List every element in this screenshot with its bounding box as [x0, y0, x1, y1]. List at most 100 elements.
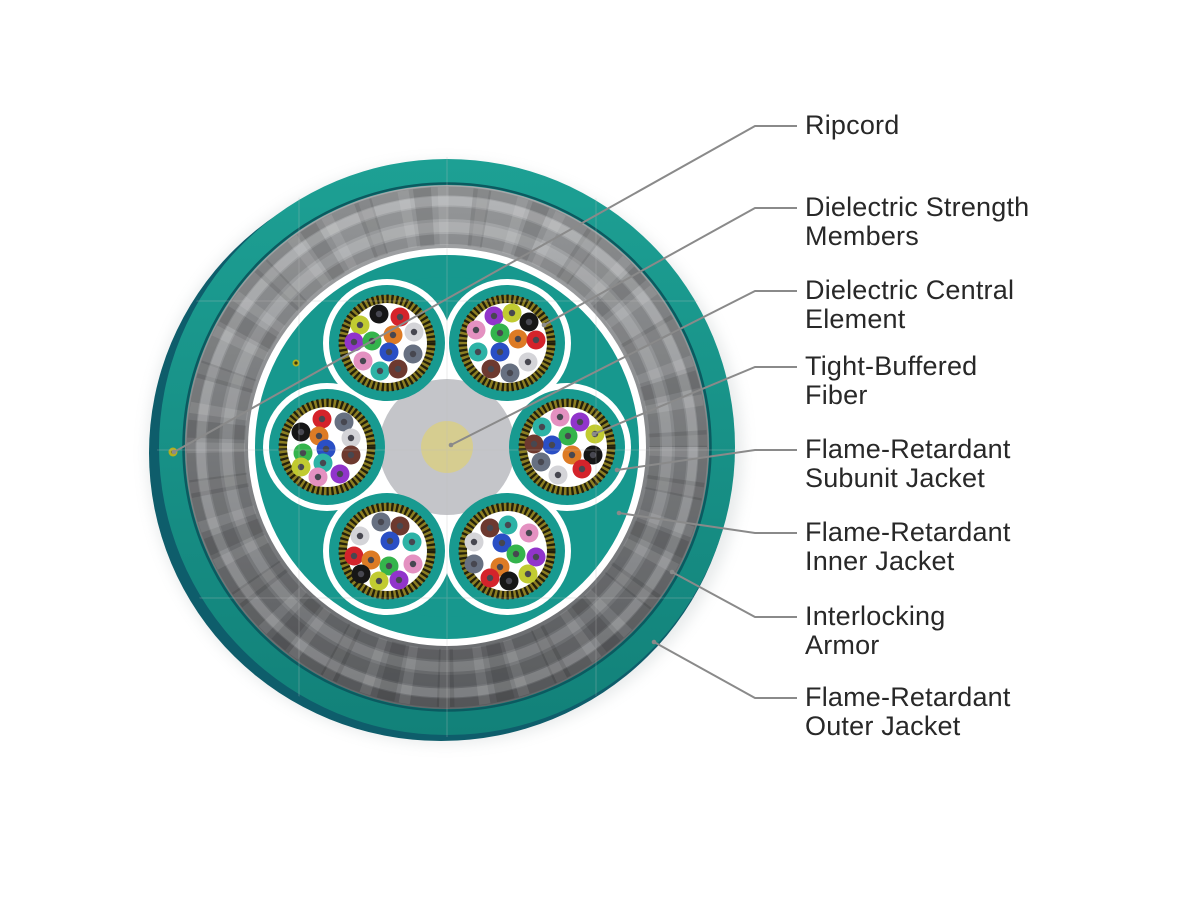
fiber-core-dot — [395, 576, 403, 584]
fiber-core-dot — [490, 312, 498, 320]
fiber-core-dot — [409, 560, 417, 568]
label-text: Interlocking — [805, 601, 946, 631]
label-text: Flame-Retardant — [805, 434, 1011, 464]
fiber-core-dot — [297, 463, 305, 471]
fiber-core-dot — [487, 365, 495, 373]
strength-member-ticks — [338, 294, 436, 392]
armor-band — [186, 186, 708, 708]
fiber-core-dot — [538, 423, 546, 431]
fiber-core-dot — [496, 348, 504, 356]
fiber-core-dot — [386, 537, 394, 545]
strength-member-ticks — [278, 398, 376, 496]
fiber-core-dot — [356, 321, 364, 329]
fiber-core-dot — [347, 451, 355, 459]
label-text: Inner Jacket — [805, 546, 955, 576]
label-text: Flame-Retardant — [805, 517, 1011, 547]
leader-endpoint — [614, 467, 620, 473]
strength-member-ticks — [458, 294, 556, 392]
leader-line — [614, 449, 797, 473]
fiber-core-dot — [299, 449, 307, 457]
registration-grid — [157, 157, 737, 737]
label-text: Members — [805, 221, 919, 251]
leader-endpoint — [171, 449, 177, 455]
label-text: Outer Jacket — [805, 711, 961, 741]
fiber-core-dot — [409, 350, 417, 358]
fiber-core-dot — [385, 348, 393, 356]
fiber-core-dot — [554, 471, 562, 479]
armor-texture — [187, 187, 707, 707]
strength-member-ticks — [338, 502, 436, 600]
fiber-core-dot — [514, 335, 522, 343]
fiber-core-dot — [359, 357, 367, 365]
fiber-core-dot — [525, 318, 533, 326]
strength-member-ticks — [458, 502, 556, 600]
leader-endpoint — [541, 322, 547, 328]
fiber-core-dot — [548, 441, 556, 449]
label-text: Flame-Retardant — [805, 682, 1011, 712]
fiber-core-dot — [504, 521, 512, 529]
fiber-core-dot — [474, 348, 482, 356]
fiber-core-dot — [589, 451, 597, 459]
leader-line — [541, 207, 797, 328]
central-element-core — [421, 421, 473, 473]
fiber-core-dot — [472, 326, 480, 334]
label-text: Element — [805, 304, 906, 334]
fiber-subunit-bottom-right — [449, 493, 565, 609]
fiber-core-dot — [576, 418, 584, 426]
leader-line — [669, 569, 797, 618]
fiber-core-dot — [385, 562, 393, 570]
armor-band — [196, 196, 698, 698]
fiber-core-dot — [486, 524, 494, 532]
fiber-core-dot — [532, 336, 540, 344]
fiber-core-dot — [367, 556, 375, 564]
leader-line — [651, 639, 797, 699]
fiber-core-dot — [410, 328, 418, 336]
fiber-core-dot — [530, 440, 538, 448]
leader-endpoint — [448, 442, 454, 448]
fiber-core-dot — [375, 310, 383, 318]
fiber-core-dot — [556, 413, 564, 421]
label-text: Fiber — [805, 380, 868, 410]
fiber-core-dot — [505, 577, 513, 585]
fiber-core-dot — [356, 532, 364, 540]
fiber-core-dot — [470, 560, 478, 568]
fiber-core-dot — [389, 331, 397, 339]
label-text: Ripcord — [805, 110, 900, 140]
fiber-core-dot — [486, 574, 494, 582]
label-text: Tight-Buffered — [805, 351, 978, 381]
fiber-core-dot — [512, 550, 520, 558]
fiber-core-dot — [537, 458, 545, 466]
fiber-core-dot — [318, 415, 326, 423]
leader-endpoint — [651, 639, 657, 645]
fiber-core-dot — [408, 538, 416, 546]
fiber-core-dot — [396, 522, 404, 530]
fiber-core-dot — [340, 418, 348, 426]
fiber-core-dot — [375, 577, 383, 585]
fiber-core-dot — [336, 470, 344, 478]
fiber-core-dot — [525, 529, 533, 537]
fiber-core-dot — [506, 369, 514, 377]
fiber-subunit-left — [269, 389, 385, 505]
fiber-core-dot — [568, 451, 576, 459]
leader-line — [591, 366, 797, 437]
fiber-core-dot — [578, 465, 586, 473]
fiber-core-dot — [347, 434, 355, 442]
armor-band — [222, 222, 672, 672]
ripcord-dot-center — [294, 361, 298, 365]
fiber-core-dot — [350, 552, 358, 560]
label-text: Armor — [805, 630, 880, 660]
fiber-subunit-top-left — [329, 285, 445, 401]
fiber-core-dot — [564, 432, 572, 440]
fiber-core-dot — [394, 365, 402, 373]
leader-endpoint — [616, 510, 622, 516]
fiber-core-dot — [297, 428, 305, 436]
leader-endpoint — [669, 569, 675, 575]
fiber-core-dot — [470, 538, 478, 546]
fiber-core-dot — [524, 570, 532, 578]
